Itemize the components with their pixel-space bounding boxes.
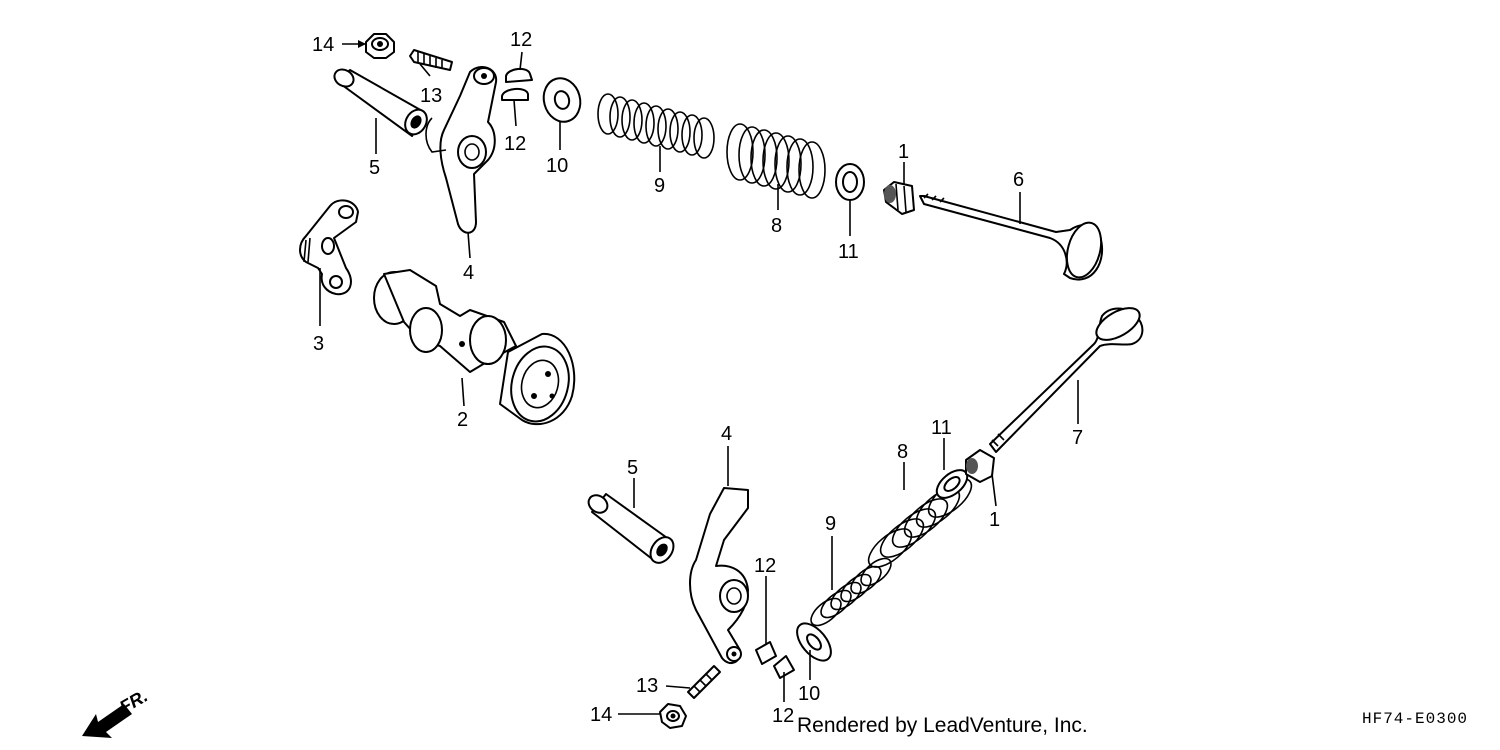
- cotter-lower-b: [773, 655, 795, 679]
- bracket: [299, 199, 359, 296]
- callout-3: 3: [313, 333, 324, 355]
- cotter-upper-top: [505, 68, 533, 83]
- callout-1-upper: 1: [898, 141, 909, 163]
- callout-9-lower: 9: [825, 513, 836, 535]
- callout-12-upper-a: 12: [510, 29, 532, 51]
- callout-12-upper-b: 12: [504, 133, 526, 155]
- valve-upper: [919, 193, 1103, 281]
- valve-lower: [989, 307, 1144, 453]
- rocker-arm-lower: [689, 487, 749, 665]
- diagram-code: HF74-E0300: [1362, 710, 1469, 728]
- callout-14-lower: 14: [590, 704, 612, 726]
- nut-upper: [365, 33, 395, 59]
- rocker-shaft-lower: [587, 493, 675, 564]
- front-arrow-icon: [82, 704, 132, 738]
- callout-8-upper: 8: [771, 215, 782, 237]
- inner-spring-upper: [597, 93, 715, 159]
- callout-4-upper: 4: [463, 262, 474, 284]
- render-credit: Rendered by LeadVenture, Inc.: [797, 714, 1088, 737]
- stem-seal-lower: [965, 449, 995, 483]
- callout-10-lower: 10: [798, 683, 820, 705]
- callout-6: 6: [1013, 169, 1024, 191]
- spring-seat-upper: [835, 163, 865, 201]
- callout-12-lower-b: 12: [772, 705, 794, 727]
- inner-spring-lower: [810, 557, 892, 627]
- spring-seat-lower: [935, 469, 969, 499]
- adjusting-screw-lower: [687, 665, 721, 699]
- rocker-arm-upper: [425, 66, 498, 234]
- callout-5-upper: 5: [369, 157, 380, 179]
- callout-5-lower: 5: [627, 457, 638, 479]
- adjusting-screw-upper: [409, 49, 453, 71]
- stem-seal-upper: [883, 181, 915, 215]
- callout-7: 7: [1072, 427, 1083, 449]
- callout-11-upper: 11: [838, 241, 859, 263]
- callout-4-lower: 4: [721, 423, 732, 445]
- callout-12-lower-a: 12: [754, 555, 776, 577]
- callout-14-upper: 14: [312, 34, 334, 56]
- callout-13-upper: 13: [420, 85, 442, 107]
- spring-retainer-lower: [796, 622, 832, 662]
- rocker-shaft-upper: [333, 68, 428, 137]
- callout-2: 2: [457, 409, 468, 431]
- spring-retainer-upper: [542, 77, 582, 123]
- callout-1-lower: 1: [989, 509, 1000, 531]
- callout-8-lower: 8: [897, 441, 908, 463]
- callout-11-lower: 11: [931, 417, 952, 439]
- cotter-upper-bottom: [501, 88, 529, 101]
- callout-10-upper: 10: [546, 155, 568, 177]
- camshaft: [373, 269, 576, 425]
- nut-lower: [659, 703, 687, 729]
- callout-9-upper: 9: [654, 175, 665, 197]
- front-indicator: FR.: [82, 686, 151, 738]
- callouts: 14 13 12 12 10 5 9 8 11 1 6 4 3 2 4 5 8 …: [312, 29, 1083, 727]
- cotter-lower-a: [755, 641, 777, 665]
- outer-spring-upper: [726, 123, 826, 199]
- callout-13-lower: 13: [636, 675, 658, 697]
- leader-lines: [319, 40, 1079, 715]
